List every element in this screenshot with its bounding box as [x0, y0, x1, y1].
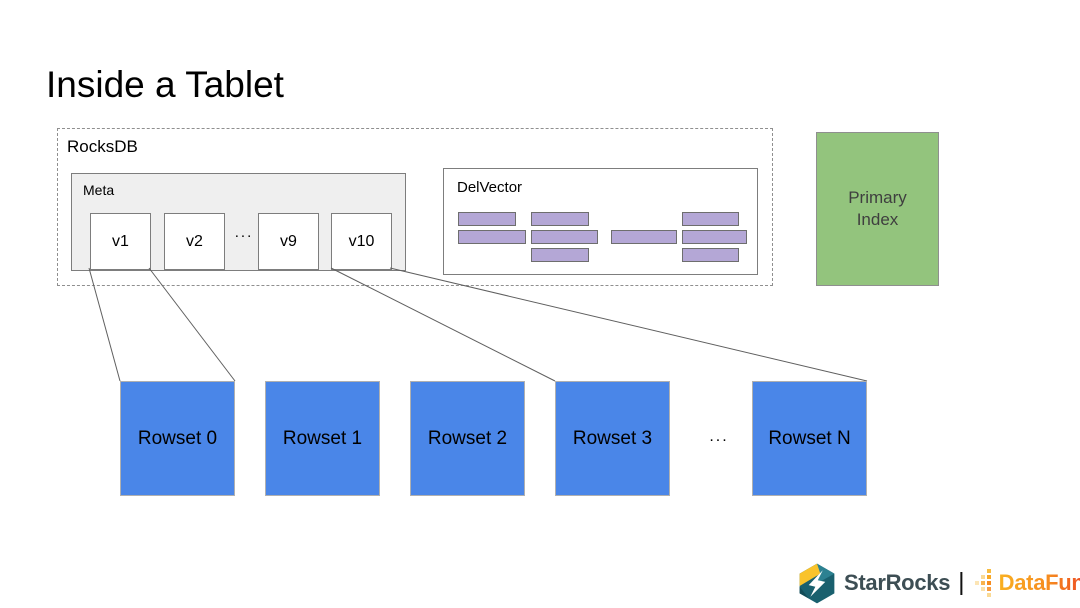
slide-title: Inside a Tablet	[46, 64, 284, 105]
delvector-bar-1	[458, 230, 526, 244]
version-box-v1: v1	[90, 213, 151, 270]
rowsets-ellipsis: ...	[709, 428, 729, 445]
starrocks-logo-icon	[799, 563, 835, 603]
primary-index-box: Primary Index	[816, 132, 939, 286]
datafun-logo-text: DataFun.	[999, 570, 1080, 596]
delvector-box: DelVector	[443, 168, 758, 275]
rowset-label: Rowset 2	[427, 427, 508, 449]
rowset-label: Rowset N	[768, 427, 851, 449]
delvector-bar-2	[531, 212, 589, 226]
delvector-bar-0	[458, 212, 516, 226]
rowset-box-rowset-3: Rowset 3	[555, 381, 670, 496]
rowset-box-rowset-0: Rowset 0	[120, 381, 235, 496]
version-box-v9: v9	[258, 213, 319, 270]
logo-separator: |	[958, 567, 965, 596]
version-box-v2: v2	[164, 213, 225, 270]
primary-index-label-line1: Primary	[848, 187, 907, 207]
delvector-bar-7	[682, 230, 747, 244]
rocksdb-label: RocksDB	[67, 137, 138, 156]
delvector-bar-8	[682, 248, 739, 262]
version-label: v9	[280, 232, 297, 250]
rowset-label: Rowset 1	[282, 427, 363, 449]
delvector-label: DelVector	[457, 179, 523, 196]
version-label: v2	[186, 232, 203, 250]
primary-index-label-line2: Index	[856, 210, 899, 229]
version-box-v10: v10	[331, 213, 392, 270]
rowset-box-rowset-2: Rowset 2	[410, 381, 525, 496]
meta-ellipsis: ...	[234, 224, 254, 241]
delvector-bar-5	[611, 230, 677, 244]
rowset-box-rowset-1: Rowset 1	[265, 381, 380, 496]
delvector-bar-4	[531, 248, 589, 262]
datafun-mosaic-icon	[974, 569, 991, 597]
delvector-bar-3	[531, 230, 598, 244]
rowset-label: Rowset 0	[137, 427, 218, 449]
starrocks-logo-text: StarRocks	[844, 570, 951, 595]
rowset-box-rowset-n: Rowset N	[752, 381, 867, 496]
version-label: v1	[112, 232, 129, 250]
version-label: v10	[348, 232, 375, 250]
delvector-bar-6	[682, 212, 739, 226]
meta-box: Meta ... v1 v2 v9 v10	[71, 173, 406, 271]
rowset-label: Rowset 3	[572, 427, 653, 449]
rocksdb-container: RocksDB Meta ... v1 v2 v9 v10 DelVector	[57, 128, 773, 286]
meta-label: Meta	[83, 182, 115, 198]
footer-logos: StarRocks | DataFun.	[797, 560, 1080, 606]
